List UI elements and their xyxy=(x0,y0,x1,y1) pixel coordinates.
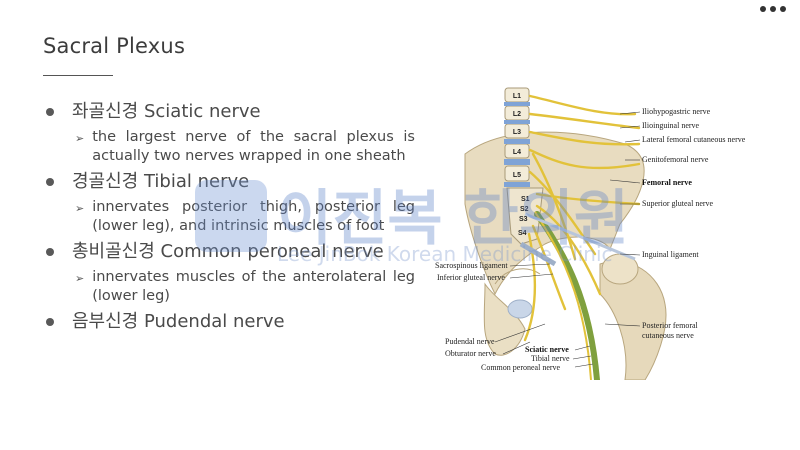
dot xyxy=(780,6,786,12)
arrow-bullet-icon: ➢ xyxy=(75,202,85,215)
tibial-nerve-path xyxy=(534,211,592,380)
sub-bullet-item: ➢ innervates muscles of the anterolatera… xyxy=(75,268,415,306)
sacral-label: S2 xyxy=(520,206,529,213)
sub-bullet-item: ➢ innervates posterior thigh, posterior … xyxy=(75,198,415,236)
vertebra-label: L1 xyxy=(513,93,521,100)
vertebra-label: L5 xyxy=(513,172,521,179)
label-posterior-femoral: Posterior femoral xyxy=(642,321,699,330)
bullet-item: 총비골신경 Common peroneal nerve xyxy=(43,240,415,264)
label-iliohypogastric: Iliohypogastric nerve xyxy=(642,107,711,116)
bullet-dot-icon xyxy=(46,178,54,186)
label-pudendal: Pudendal nerve xyxy=(445,337,495,346)
bullet-dot-icon xyxy=(46,318,54,326)
bullet-text: 음부신경 Pudendal nerve xyxy=(72,311,285,332)
sub-bullet-text: innervates posterior thigh, posterior le… xyxy=(92,199,415,234)
dot xyxy=(770,6,776,12)
leader-lines xyxy=(494,111,641,368)
bullet-dot-icon xyxy=(46,108,54,116)
label-sacrospinous: Sacrospinous ligament xyxy=(435,261,508,270)
bullet-item: 좌골신경 Sciatic nerve xyxy=(43,100,415,124)
bullet-dot-icon xyxy=(46,248,54,256)
bullet-text: 총비골신경 Common peroneal nerve xyxy=(72,241,384,262)
label-sciatic: Sciatic nerve xyxy=(525,345,569,354)
sacral-label: S1 xyxy=(521,196,530,203)
femur-bone xyxy=(599,260,667,380)
sub-bullet-text: the largest nerve of the sacral plexus i… xyxy=(92,129,415,164)
label-inguinal-ligament: Inguinal ligament xyxy=(642,250,699,259)
bullet-item: 경골신경 Tibial nerve xyxy=(43,170,415,194)
pubic-bone xyxy=(483,282,526,356)
vertebra-label: L4 xyxy=(513,149,521,156)
slide-title: Sacral Plexus xyxy=(43,34,186,58)
bullet-text: 좌골신경 Sciatic nerve xyxy=(72,101,261,122)
sub-bullet-item: ➢ the largest nerve of the sacral plexus… xyxy=(75,128,415,166)
label-posterior-femoral-2: cutaneous nerve xyxy=(642,331,694,340)
dot xyxy=(760,6,766,12)
label-obturator: Obturator nerve xyxy=(445,349,496,358)
bullet-item: 음부신경 Pudendal nerve xyxy=(43,310,415,334)
pelvic-rim xyxy=(494,268,541,285)
label-tibial: Tibial nerve xyxy=(531,354,570,363)
label-ilioinguinal: Ilioinguinal nerve xyxy=(642,121,700,130)
label-genitofemoral: Genitofemoral nerve xyxy=(642,155,709,164)
sacrospinous-ligament-shape xyxy=(519,241,557,267)
sciatic-nerve xyxy=(534,211,600,380)
title-underline xyxy=(43,75,113,76)
sacral-label: S3 xyxy=(519,216,528,223)
sacral-plexus-illustration: L1 L2 L3 L4 L5 S1 S2 S3 S4 xyxy=(435,87,746,380)
more-options-icon[interactable] xyxy=(760,6,786,12)
obturator-foramen xyxy=(507,299,533,319)
vertebra-label: L2 xyxy=(513,111,521,118)
bullet-list: 좌골신경 Sciatic nerve ➢ the largest nerve o… xyxy=(43,96,415,334)
label-superior-gluteal: Superior gluteal nerve xyxy=(642,199,714,208)
label-common-peroneal: Common peroneal nerve xyxy=(481,363,561,372)
arrow-bullet-icon: ➢ xyxy=(75,272,85,285)
vertebra-label: L3 xyxy=(513,129,521,136)
sacral-label: S4 xyxy=(518,230,527,237)
label-femoral: Femoral nerve xyxy=(642,178,692,187)
inguinal-ligament-shape xyxy=(524,212,636,261)
sub-bullet-text: innervates muscles of the anterolateral … xyxy=(92,269,415,304)
label-inferior-gluteal: Inferior gluteal nerve xyxy=(437,273,505,282)
label-lateral-femoral: Lateral femoral cutaneous nerve xyxy=(642,135,746,144)
arrow-bullet-icon: ➢ xyxy=(75,132,85,145)
bullet-text: 경골신경 Tibial nerve xyxy=(72,171,250,192)
lumbar-spine xyxy=(504,87,530,187)
